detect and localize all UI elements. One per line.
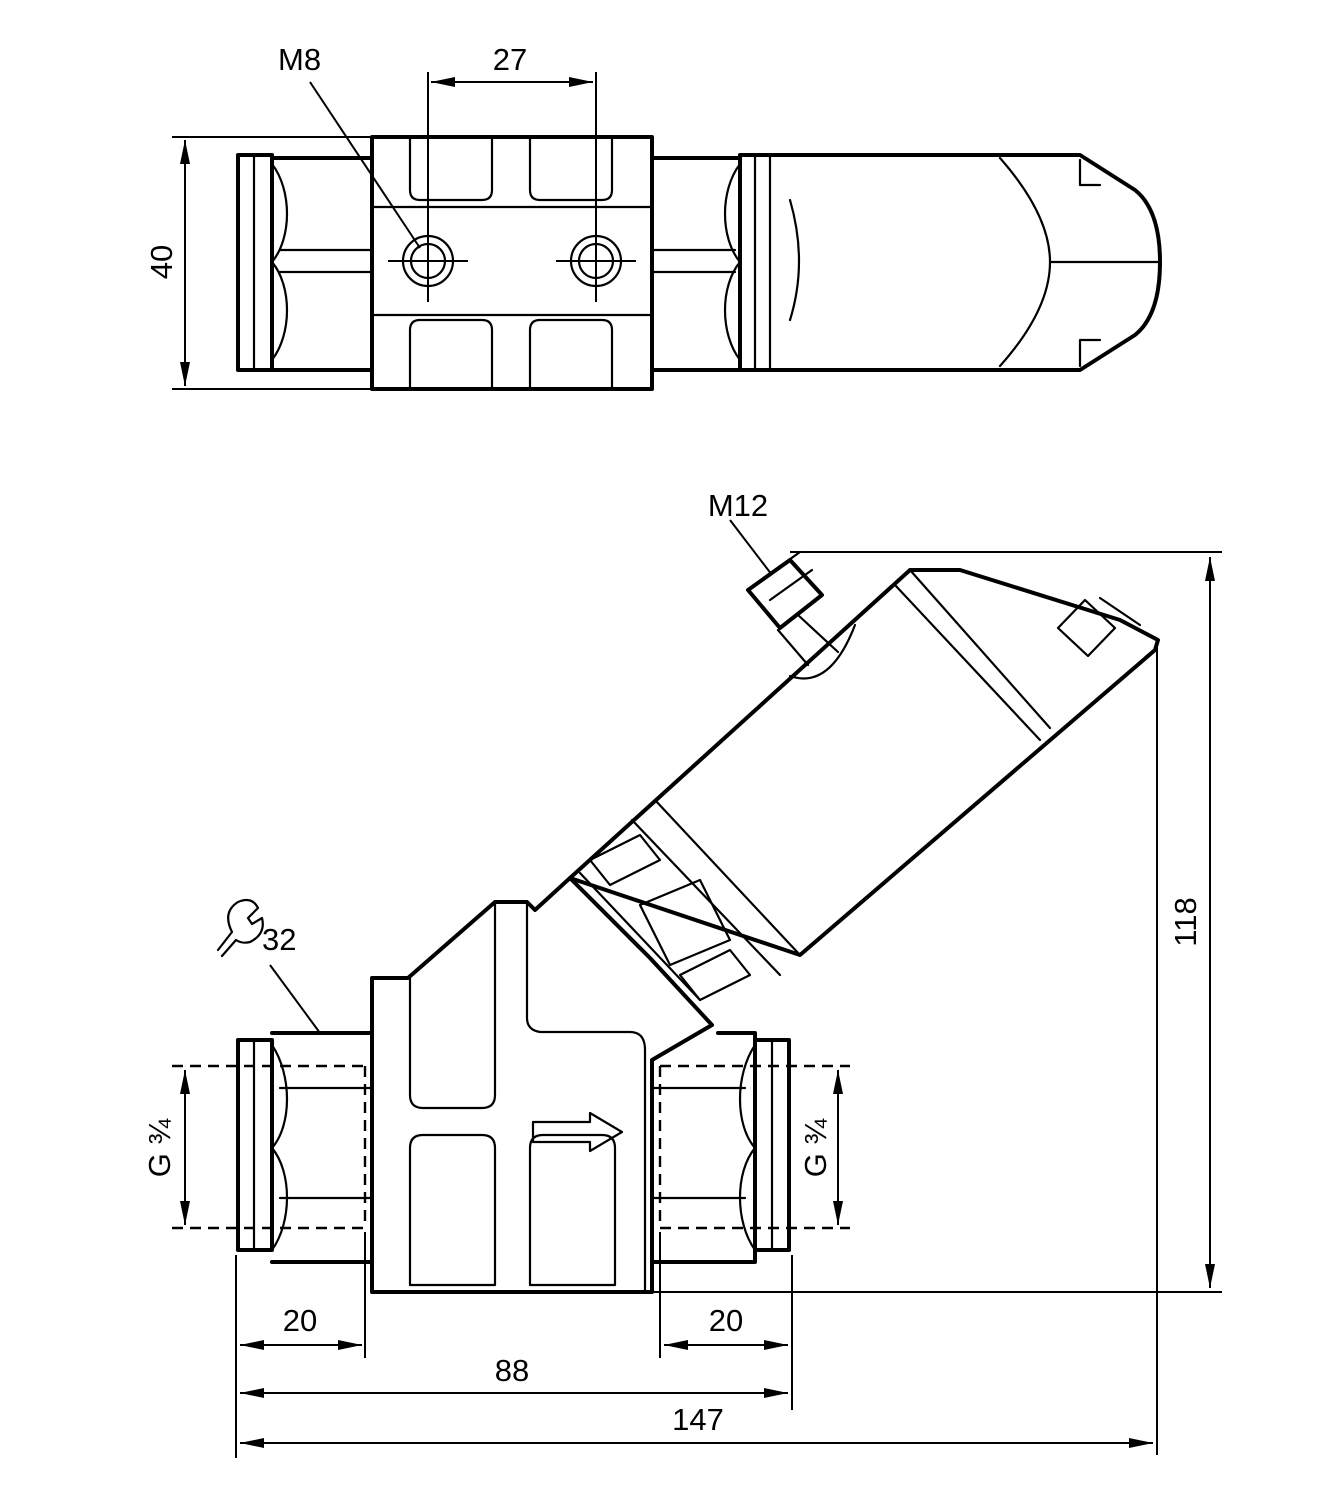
m12-connector — [746, 550, 840, 667]
label-g34-right: G ¾ — [798, 1118, 833, 1178]
label-wrench-32: 32 — [262, 922, 296, 957]
flow-arrow-icon — [531, 1111, 624, 1153]
label-20-right: 20 — [709, 1303, 743, 1338]
wrench-icon — [216, 898, 264, 958]
label-88: 88 — [495, 1353, 529, 1388]
label-27: 27 — [493, 42, 527, 77]
sensor-housing — [568, 568, 1160, 1002]
label-40: 40 — [144, 245, 179, 279]
label-147: 147 — [672, 1402, 724, 1437]
side-view — [172, 519, 1222, 1458]
label-20-left: 20 — [283, 1303, 317, 1338]
label-m8: M8 — [278, 42, 321, 77]
label-g34-left: G ¾ — [142, 1118, 177, 1178]
label-118: 118 — [1168, 897, 1203, 946]
label-m12: M12 — [708, 488, 768, 523]
top-view — [172, 72, 1162, 391]
